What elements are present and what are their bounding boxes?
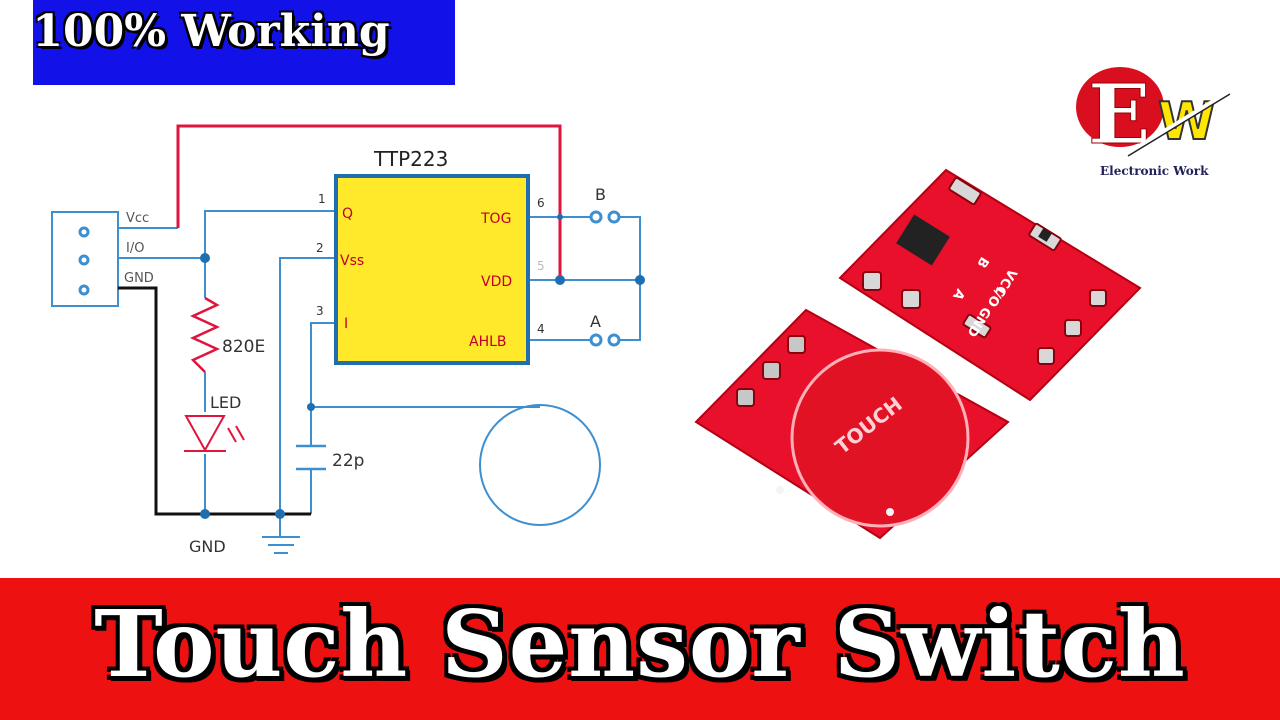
- pin-number-3: 3: [316, 304, 324, 318]
- pin-number-2: 2: [316, 241, 324, 255]
- pin-label-ahlb: AHLB: [469, 334, 507, 350]
- pin-label-i: I: [344, 316, 348, 332]
- switch-label-a: A: [590, 312, 601, 331]
- ground-label: GND: [189, 537, 226, 556]
- chip-name-label: TTP223: [373, 147, 448, 171]
- ground-wire: [118, 286, 311, 516]
- pin-label-vss: Vss: [340, 253, 364, 269]
- pin-label-tog: TOG: [480, 211, 511, 227]
- capacitor-symbol: [296, 444, 326, 471]
- led-label: LED: [210, 393, 241, 412]
- logo-letter-w: W: [1158, 92, 1215, 152]
- chip-pcb-board: VCC I/O GND B A: [838, 168, 1142, 402]
- pin-label-q: Q: [342, 206, 353, 222]
- pcb-boards-illustration: TOUCH VC: [694, 168, 1142, 540]
- title-banner-text: Touch Sensor Switch: [94, 590, 1186, 698]
- led-symbol: [184, 415, 245, 453]
- ttp223-chip: [334, 174, 530, 365]
- pin-number-4: 4: [537, 322, 545, 336]
- power-wire: [176, 124, 562, 280]
- working-badge-text: 100% Working: [32, 6, 390, 57]
- connector-label-gnd: GND: [124, 271, 154, 286]
- capacitor-label: 22p: [332, 451, 364, 471]
- pin-label-vdd: VDD: [481, 274, 512, 290]
- touch-pcb-board: TOUCH: [694, 308, 1010, 540]
- logo-caption: Electronic Work: [1100, 164, 1209, 178]
- touch-pad-circle: [479, 404, 601, 526]
- pin-number-6: 6: [537, 196, 545, 210]
- connector-block: [51, 211, 119, 307]
- resistor-label: 820E: [222, 337, 265, 357]
- connector-label-io: I/O: [126, 241, 144, 256]
- resistor-symbol: [189, 296, 221, 373]
- pin-number-5: 5: [537, 259, 545, 273]
- title-banner: [0, 578, 1280, 720]
- electronic-work-logo: E W Electronic Work: [1076, 67, 1232, 178]
- pin-number-1: 1: [318, 192, 326, 206]
- connector-label-vcc: Vcc: [126, 211, 149, 226]
- switch-label-b: B: [595, 185, 606, 204]
- working-badge: [33, 0, 455, 85]
- circuit-schematic: TTP223 Vcc I/O GND Q Vss I TOG VDD AHLB …: [51, 124, 645, 556]
